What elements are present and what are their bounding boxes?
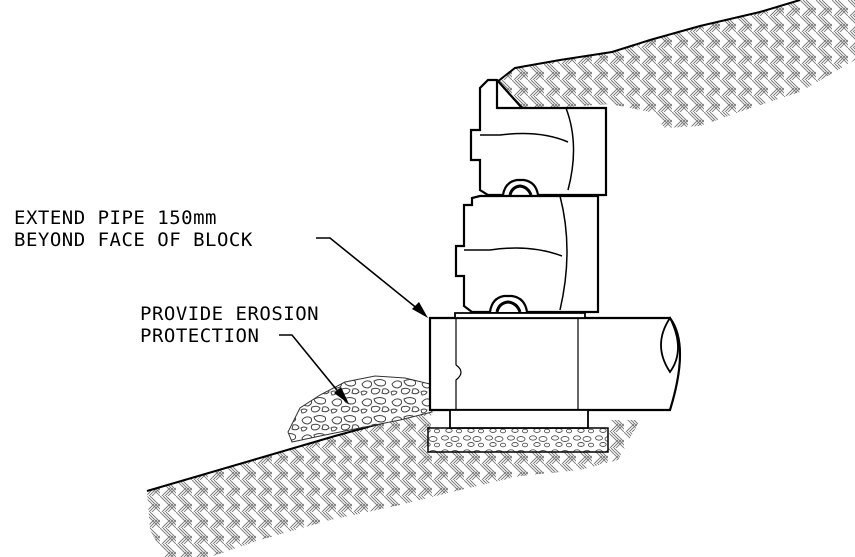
erosion-note-leader xyxy=(279,334,346,401)
drain-pipe xyxy=(428,312,682,429)
pipe-note-leader xyxy=(316,237,425,315)
upper-ground-line xyxy=(496,0,801,83)
pipe-note-line1: EXTEND PIPE 150mm xyxy=(14,207,217,229)
pipe-note-arrowhead xyxy=(412,302,428,318)
retaining-block-middle xyxy=(454,194,600,314)
pipe-note-line2: BEYOND FACE OF BLOCK xyxy=(14,229,253,251)
gravel-bedding xyxy=(427,427,609,453)
lower-soil-ground xyxy=(147,408,640,557)
retaining-block-top xyxy=(469,78,608,197)
erosion-note-arrowhead xyxy=(334,387,349,404)
erosion-note-line2: PROTECTION xyxy=(140,325,259,347)
erosion-note-line1: PROVIDE EROSION xyxy=(140,303,319,325)
upper-soil-embankment xyxy=(497,0,855,128)
